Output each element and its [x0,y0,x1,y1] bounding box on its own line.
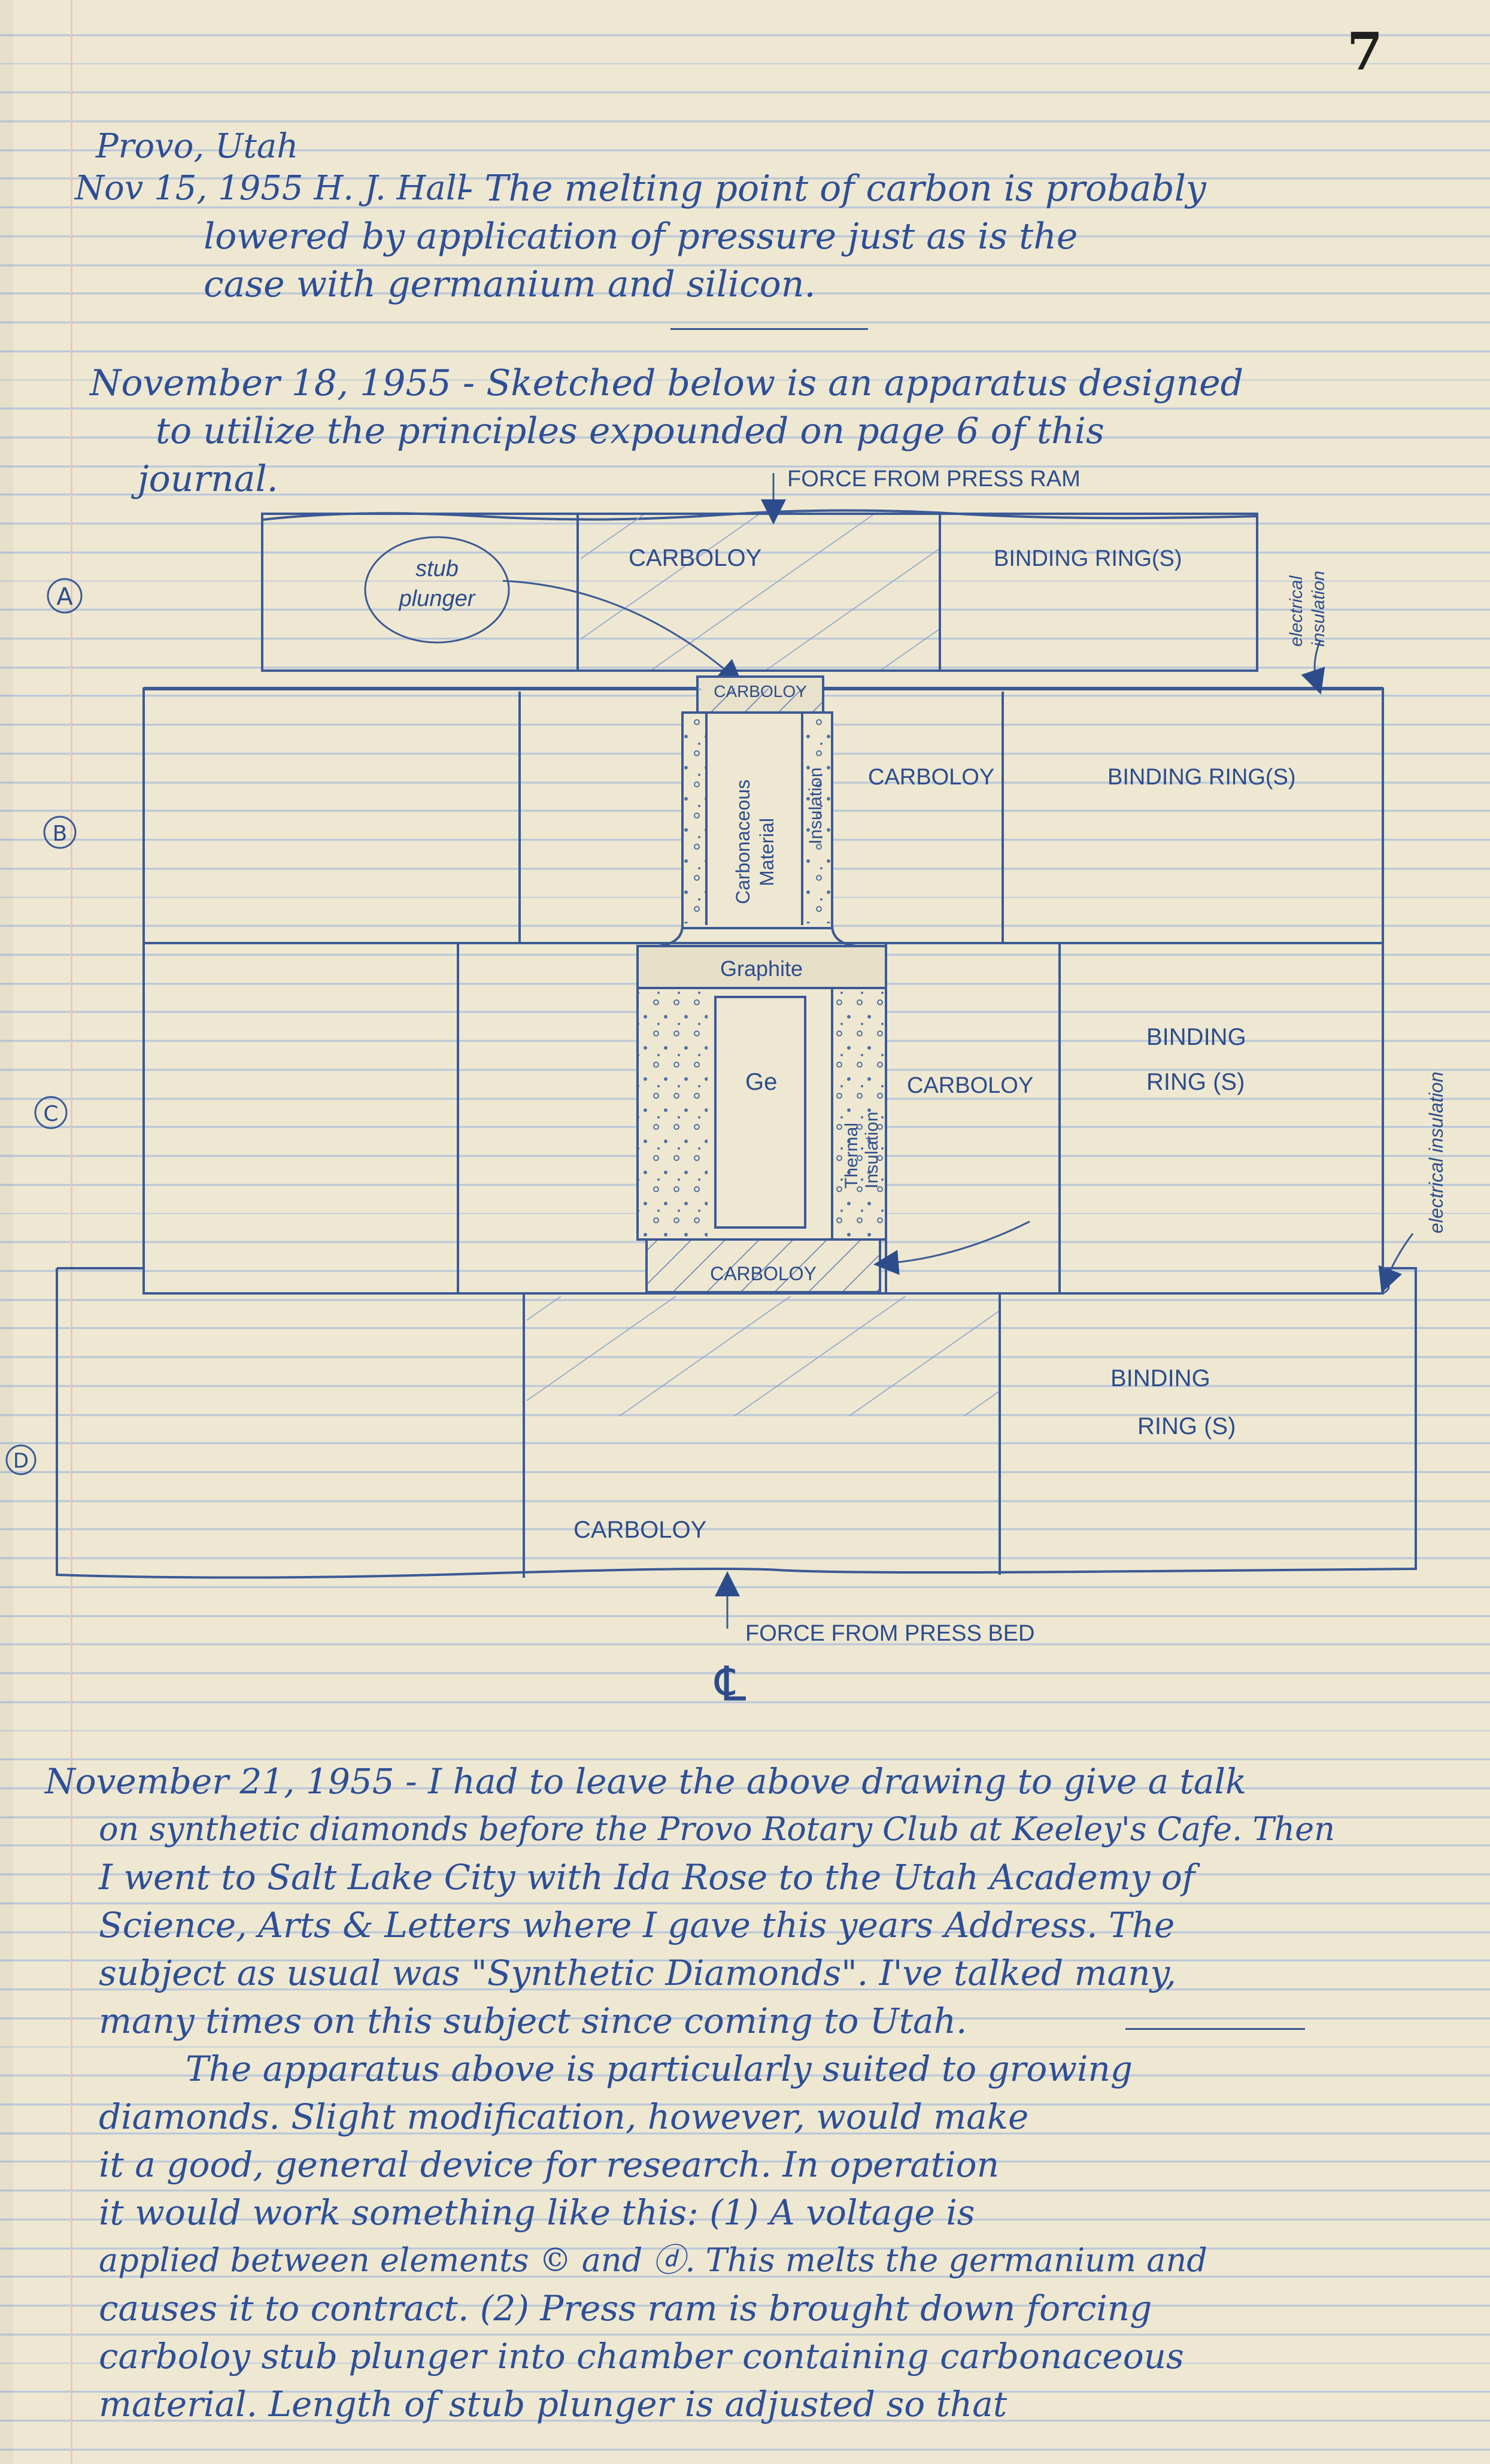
entry-line: it would work something like this: (1) A… [99,2192,975,2233]
b-insulation-label: Insulation [806,768,826,844]
section-a [261,509,1258,685]
margin-line [71,0,72,2464]
entry-date-author: Nov 15, 1955 H. J. Hall [75,169,468,208]
c-ge-label: Ge [745,1069,777,1095]
page-number: 7 [1347,22,1383,82]
entry-line: diamonds. Slight modification, however, … [99,2096,1029,2137]
entry-header: Provo, Utah [96,127,299,166]
d-binding-label: BINDING [1110,1365,1210,1392]
entry-line: many times on this subject since coming … [99,2001,967,2041]
entry-line: - The melting point of carbon is probabl… [461,168,1206,210]
entry-line: November 21, 1955 - I had to leave the a… [45,1761,1247,1802]
entry-line: case with germanium and silicon. [204,263,816,305]
entry-line: journal. [138,458,278,500]
section-label-c: C [34,1096,68,1129]
force-top-label: FORCE FROM PRESS RAM [787,466,1081,492]
a-carboloy-label: CARBOLOY [629,545,761,571]
centerline-symbol: ℄ [714,1657,746,1711]
svg-text:B: B [53,822,68,846]
c-binding-label: RING (S) [1146,1069,1245,1095]
a-elec-insulation-label: electrical [1286,575,1306,647]
entry-line: it a good, general device for research. … [99,2144,999,2185]
svg-text:C: C [43,1102,58,1126]
section-label-a: A [47,578,83,614]
entry-line: carboloy stub plunger into chamber conta… [99,2336,1184,2377]
b-carboloy-label: CARBOLOY [868,765,994,790]
c-elec-insulation-label: electrical insulation [1425,1072,1447,1233]
entry-line: lowered by application of pressure just … [204,216,1078,257]
entry-separator [1125,2028,1305,2030]
entry-line: applied between elements © and ⓓ. This m… [99,2241,1207,2279]
c-thermal-label: Insulation [862,1112,882,1189]
svg-text:A: A [56,583,73,611]
entry-line: on synthetic diamonds before the Provo R… [99,1810,1335,1848]
c-carboloy-label: CARBOLOY [907,1073,1033,1098]
stub-plunger-label: stub [415,556,459,581]
b-carbonaceous-label: Carbonaceous [732,780,754,904]
entry-line: November 18, 1955 - Sketched below is an… [90,362,1244,404]
b-carbonaceous-label: Material [756,818,778,886]
c-binding-label: BINDING [1146,1024,1246,1050]
entry-line: material. Length of stub plunger is adju… [99,2384,1008,2424]
c-graphite-label: Graphite [720,956,803,981]
entry-line: to utilize the principles expounded on p… [156,410,1104,452]
entry-line: subject as usual was "Synthetic Diamonds… [99,1953,1176,1993]
svg-text:D: D [13,1449,29,1473]
force-bottom-label: FORCE FROM PRESS BED [745,1621,1035,1646]
entry-line: causes it to contract. (2) Press ram is … [99,2288,1152,2329]
b-carboloy-cap-label: CARBOLOY [714,682,807,701]
b-binding-label: BINDING RING(S) [1107,765,1296,790]
c-carboloy-bottom-label: CARBOLOY [710,1263,817,1284]
section-d [56,1267,1417,1579]
section-label-b: B [43,816,77,849]
entry-line: I went to Salt Lake City with Ida Rose t… [99,1857,1195,1898]
entry-separator [670,328,868,330]
entry-line: The apparatus above is particularly suit… [186,2048,1133,2089]
c-thermal-label: Thermal [842,1123,861,1189]
d-binding-label: RING (S) [1137,1413,1236,1439]
d-carboloy-label: CARBOLOY [573,1517,706,1543]
section-b [142,675,1384,947]
section-c [142,942,1414,1295]
a-elec-insulation-label: insulation [1309,571,1328,647]
section-label-d: D [5,1444,37,1475]
stub-plunger-label: plunger [399,586,476,611]
entry-line: Science, Arts & Letters where I gave thi… [99,1905,1175,1945]
a-binding-label: BINDING RING(S) [994,546,1182,571]
